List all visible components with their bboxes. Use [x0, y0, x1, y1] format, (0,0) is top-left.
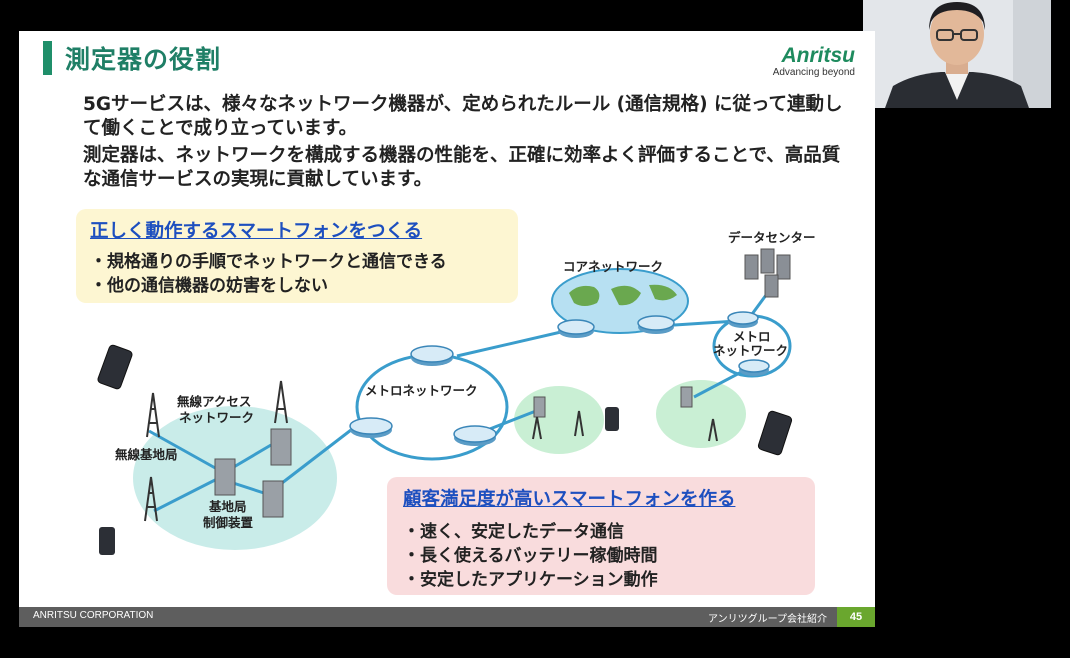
footer-company: ANRITSU CORPORATION [33, 610, 154, 621]
presenter-video [863, 0, 1051, 108]
controller-devices [214, 386, 693, 518]
customer-satisfaction-bullet-3: ・安定したアプリケーション動作 [403, 570, 658, 590]
label-metro-network: メトロネットワーク [365, 383, 478, 398]
logo-tagline: Advancing beyond [772, 67, 855, 78]
anritsu-logo: Anritsu Advancing beyond [772, 44, 856, 79]
correct-operation-bullet-2: ・他の通信機器の妨害をしない [90, 276, 328, 296]
label-core-network: コアネットワーク [563, 259, 664, 274]
customer-satisfaction-title: 顧客満足度が高いスマートフォンを作る [403, 489, 736, 510]
network-diagram [97, 248, 793, 555]
label-controller-2: 制御装置 [203, 515, 254, 530]
customer-satisfaction-bullet-1: ・速く、安定したデータ通信 [403, 522, 624, 542]
correct-operation-title: 正しく動作するスマートフォンをつくる [90, 221, 423, 242]
slide-title: 測定器の役割 [65, 45, 222, 74]
antenna-towers [144, 380, 718, 522]
page-number: 45 [837, 607, 875, 627]
customer-satisfaction-box: 顧客満足度が高いスマートフォンを作る ・速く、安定したデータ通信 ・長く使えるバ… [387, 477, 815, 595]
intro-paragraph-2: 測定器は、ネットワークを構成する機器の性能を、正確に効率よく評価することで、高品… [83, 145, 841, 190]
correct-operation-bullet-1: ・規格通りの手順でネットワークと通信できる [90, 252, 447, 272]
label-controller-1: 基地局 [209, 499, 247, 514]
logo-wordmark: Anritsu [781, 44, 856, 67]
coverage-cell-1 [514, 386, 604, 454]
label-metro-small-2: ネットワーク [713, 343, 789, 358]
correct-operation-box: 正しく動作するスマートフォンをつくる ・規格通りの手順でネットワークと通信できる… [76, 209, 518, 303]
slide-footer: ANRITSU CORPORATION アンリツグループ会社紹介 45 [19, 607, 875, 627]
router-icons [349, 311, 770, 446]
label-metro-small-1: メトロ [733, 329, 771, 344]
label-radio-access-1: 無線アクセス [177, 394, 252, 409]
data-center-servers [744, 248, 791, 298]
label-radio-base-station: 無線基地局 [115, 447, 178, 462]
presenter-webcam [863, 0, 1051, 108]
label-radio-access-2: ネットワーク [179, 410, 255, 425]
presentation-slide: 測定器の役割 Anritsu Advancing beyond 5Gサービスは、… [19, 31, 875, 627]
customer-satisfaction-bullet-2: ・長く使えるバッテリー稼働時間 [403, 546, 658, 566]
footer-section: アンリツグループ会社紹介 [708, 614, 827, 625]
label-data-center: データセンター [728, 230, 816, 245]
title-accent-bar [43, 41, 52, 75]
intro-paragraph-1: 5Gサービスは、様々なネットワーク機器が、定められたルール (通信規格) に従っ… [83, 94, 843, 139]
smartphone-icons [97, 344, 793, 555]
coverage-cell-2 [656, 380, 746, 448]
